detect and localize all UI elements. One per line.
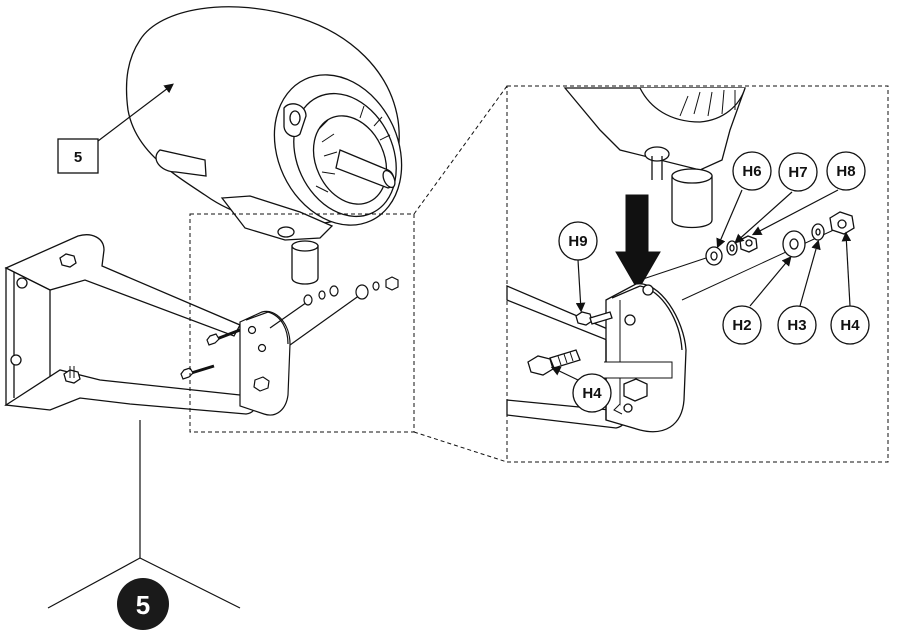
callout-h4-nut-text: H4 bbox=[840, 317, 860, 334]
zoom-bracket-drawing bbox=[506, 283, 687, 433]
callout-h8: H8 bbox=[751, 151, 866, 236]
callout-h3: H3 bbox=[777, 239, 821, 345]
step-leader-lines bbox=[47, 420, 241, 609]
callout-h4-bolt: H4 bbox=[550, 366, 612, 413]
bolt-h9-drawing bbox=[575, 311, 613, 326]
bolt-h4-drawing bbox=[527, 349, 581, 376]
callout-h4-nut: H4 bbox=[830, 231, 870, 345]
step-number-text: 5 bbox=[136, 590, 150, 620]
callout-h9-text: H9 bbox=[568, 233, 587, 250]
exploded-hardware-drawing bbox=[639, 211, 855, 301]
wall-bracket-drawing bbox=[4, 234, 256, 415]
callout-h8-text: H8 bbox=[836, 163, 855, 180]
callout-h7: H7 bbox=[734, 152, 818, 244]
callout-h4-bolt-text: H4 bbox=[582, 385, 602, 402]
part-label-text: 5 bbox=[74, 149, 82, 166]
callout-h9: H9 bbox=[558, 221, 598, 313]
part-label-callout: 5 bbox=[57, 83, 174, 174]
zoom-motor-base-drawing bbox=[563, 87, 746, 229]
motor-drawing bbox=[125, 6, 403, 285]
zoom-detail-panel bbox=[506, 85, 889, 463]
callout-h6-text: H6 bbox=[742, 163, 761, 180]
insert-direction-arrow bbox=[615, 194, 661, 291]
detail-region-box bbox=[189, 213, 415, 433]
callout-h2: H2 bbox=[722, 256, 792, 345]
callout-h2-text: H2 bbox=[732, 317, 751, 334]
callout-h7-text: H7 bbox=[788, 164, 807, 181]
callout-h3-text: H3 bbox=[787, 317, 806, 334]
left-mount-plate-drawing bbox=[180, 276, 399, 416]
zoom-connector-lines bbox=[413, 85, 508, 463]
step-number-badge: 5 bbox=[117, 578, 169, 630]
callout-h6: H6 bbox=[716, 151, 772, 249]
